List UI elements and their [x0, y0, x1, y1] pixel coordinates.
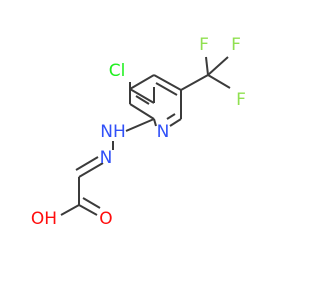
bond-c1-c2-double — [135, 95, 150, 105]
bond-c2-c1-ring — [129, 103, 155, 120]
atom-nh: NH — [100, 122, 126, 142]
bond-c1-c2 — [129, 88, 155, 104]
bond-n-ch-double — [75, 156, 99, 171]
bond-c-oh — [60, 204, 80, 216]
atom-f-top-left: F — [199, 35, 209, 55]
bond-n-ch — [78, 162, 104, 178]
bond-ch-ccf3-double — [155, 82, 178, 96]
bond-ccl-ch — [129, 74, 155, 90]
atom-cl: Cl — [109, 61, 126, 81]
atom-o-carbonyl: O — [99, 209, 112, 229]
atom-labels: Cl F F F N NH N O OH — [31, 35, 246, 229]
bond-nring-c2 — [153, 118, 157, 127]
atom-f-top-right: F — [231, 35, 241, 55]
atom-oh: OH — [31, 209, 57, 229]
bond-c-o-double — [82, 197, 101, 209]
bond-ch-ccf3 — [153, 74, 182, 91]
bond-cf3-f-right — [207, 74, 231, 89]
atom-f-right: F — [236, 90, 246, 110]
bond-c-nh — [125, 118, 155, 132]
bonds — [60, 56, 231, 216]
bond-c-o — [78, 204, 98, 216]
molecule-structure: Cl F F F N NH N O OH — [31, 35, 246, 229]
atom-n-ring: N — [157, 122, 170, 142]
atom-n-hydrazone: N — [100, 148, 113, 168]
bond-ch2-nring-double — [166, 113, 176, 120]
bond-cf3-f-top-left — [205, 56, 209, 76]
bond-ccf3-cf3 — [180, 74, 209, 91]
bond-ch2-nring — [169, 118, 182, 127]
bond-cf3-f-top-right — [207, 56, 229, 76]
